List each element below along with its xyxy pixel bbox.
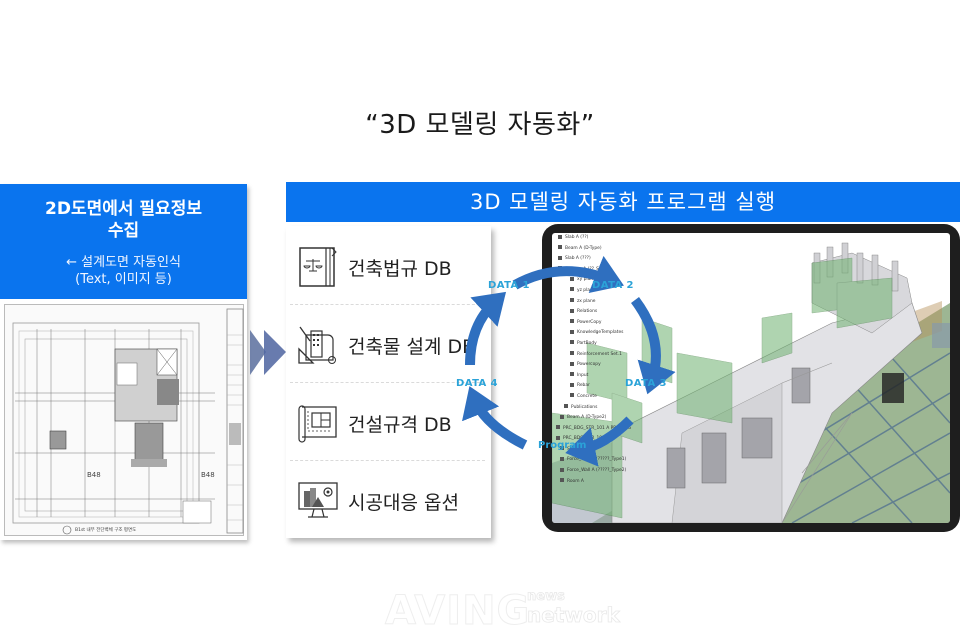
- tree-node[interactable]: Slab A (??): [556, 233, 636, 244]
- node-icon: [570, 329, 574, 334]
- data-label-1: DATA 1: [488, 280, 530, 291]
- database-list: 건축법규 DB 건축물 설계 DB 건설규격 DB: [286, 226, 491, 538]
- info-collection-header: 2D도면에서 필요정보 수집 ← 설계도면 자동인식 (Text, 이미지 등): [0, 184, 247, 299]
- node-icon: [556, 435, 560, 440]
- node-icon: [556, 425, 560, 430]
- db-item-building-design: 건축물 설계 DB: [286, 306, 491, 384]
- db-item-building-law: 건축법규 DB: [286, 228, 491, 306]
- node-icon: [570, 393, 574, 398]
- flow-chevron-icon: [250, 330, 286, 375]
- tree-node[interactable]: Slab A (???): [556, 254, 636, 265]
- page-title: “3D 모델링 자동화”: [365, 110, 595, 140]
- db-label: 건축물 설계 DB: [348, 335, 476, 358]
- sub-line-2: (Text, 이미지 등): [75, 272, 172, 287]
- svg-text:B1st 내부 전단벽체 구조 평면도: B1st 내부 전단벽체 구조 평면도: [75, 526, 136, 533]
- tree-node[interactable]: Room A: [556, 477, 636, 488]
- db-label: 건축법규 DB: [348, 257, 452, 280]
- tree-node[interactable]: KnowledgeTemplates: [556, 328, 636, 339]
- tree-node[interactable]: PartBody: [556, 339, 636, 350]
- blueprint-icon: [298, 405, 337, 443]
- tree-node[interactable]: Relations: [556, 307, 636, 318]
- node-icon: [570, 308, 574, 313]
- node-icon: [558, 245, 562, 250]
- heading-line-2: 수집: [107, 221, 140, 241]
- program-header: 3D 모델링 자동화 프로그램 실행: [286, 182, 960, 222]
- tree-node[interactable]: Rebar: [556, 381, 636, 392]
- tree-node[interactable]: yz plane: [556, 286, 636, 297]
- node-icon: [570, 351, 574, 356]
- tree-node[interactable]: Force_Wall A (?????_Type2): [556, 466, 636, 477]
- heading-line-1: 2D도면에서 필요정보: [45, 199, 202, 219]
- floor-plan-icon: B48 B48 B1st 내부 전단벽체 구조 평면도: [12, 308, 244, 535]
- program-label: Program: [538, 440, 587, 451]
- 3d-building-model-icon: [552, 242, 950, 523]
- node-icon: [570, 340, 574, 345]
- node-icon: [558, 234, 562, 239]
- tree-node[interactable]: Publications: [556, 403, 636, 414]
- tree-node[interactable]: Powercopy: [556, 360, 636, 371]
- 2d-floor-plan-drawing: B48 B48 B1st 내부 전단벽체 구조 평면도: [4, 304, 244, 536]
- tree-node[interactable]: Beam A (D-Type2): [556, 413, 636, 424]
- node-icon: [564, 404, 568, 408]
- db-item-construction-standard: 건설규격 DB: [286, 384, 491, 462]
- tablet-frame: Slab A (??) Beam A (D-Type) Slab A (???)…: [542, 224, 960, 532]
- node-icon: [560, 478, 564, 483]
- data-label-4: DATA 4: [456, 378, 498, 389]
- divider: [290, 382, 485, 383]
- law-book-icon: [299, 247, 337, 287]
- watermark-network: network: [527, 603, 621, 627]
- watermark-logo: AVING: [384, 588, 531, 635]
- db-label: 시공대응 옵션: [348, 491, 459, 514]
- data-label-2: DATA 2: [592, 280, 634, 291]
- data-cycle-arrows-icon: [462, 255, 676, 467]
- node-icon: [570, 372, 574, 377]
- node-icon: [570, 319, 574, 324]
- node-icon: [558, 255, 562, 260]
- tree-node[interactable]: Reinforcement Set.1: [556, 350, 636, 361]
- node-icon: [570, 382, 574, 387]
- node-icon: [560, 446, 564, 451]
- tree-node[interactable]: xy plane: [556, 275, 636, 286]
- node-icon: [570, 287, 574, 292]
- divider: [290, 460, 485, 461]
- node-icon: [570, 276, 574, 281]
- node-icon: [560, 456, 564, 461]
- data-label-3: DATA 3: [625, 378, 667, 389]
- node-icon: [560, 467, 564, 472]
- building-design-icon: [298, 326, 336, 364]
- tree-node[interactable]: zx plane: [556, 297, 636, 308]
- info-collection-panel: 2D도면에서 필요정보 수집 ← 설계도면 자동인식 (Text, 이미지 등): [0, 184, 247, 540]
- tree-node[interactable]: Beam A (D-Type): [556, 244, 636, 255]
- db-label: 건설규격 DB: [348, 413, 452, 436]
- db-item-construction-option: 시공대응 옵션: [286, 462, 491, 540]
- sub-line-1: ← 설계도면 자동인식: [66, 255, 181, 270]
- tree-node[interactable]: PowerCopy: [556, 318, 636, 329]
- node-icon: [560, 414, 564, 419]
- tree-node[interactable]: Concrete: [556, 392, 636, 403]
- monitor-gear-icon: [298, 482, 338, 518]
- svg-text:B48: B48: [87, 471, 101, 479]
- svg-text:B48: B48: [201, 471, 215, 479]
- 3d-model-screen: Slab A (??) Beam A (D-Type) Slab A (???)…: [552, 233, 950, 523]
- node-icon: [570, 298, 574, 303]
- node-icon: [570, 361, 574, 366]
- watermark-news: news: [527, 589, 566, 604]
- divider: [290, 304, 485, 305]
- tree-node[interactable]: Input: [556, 371, 636, 382]
